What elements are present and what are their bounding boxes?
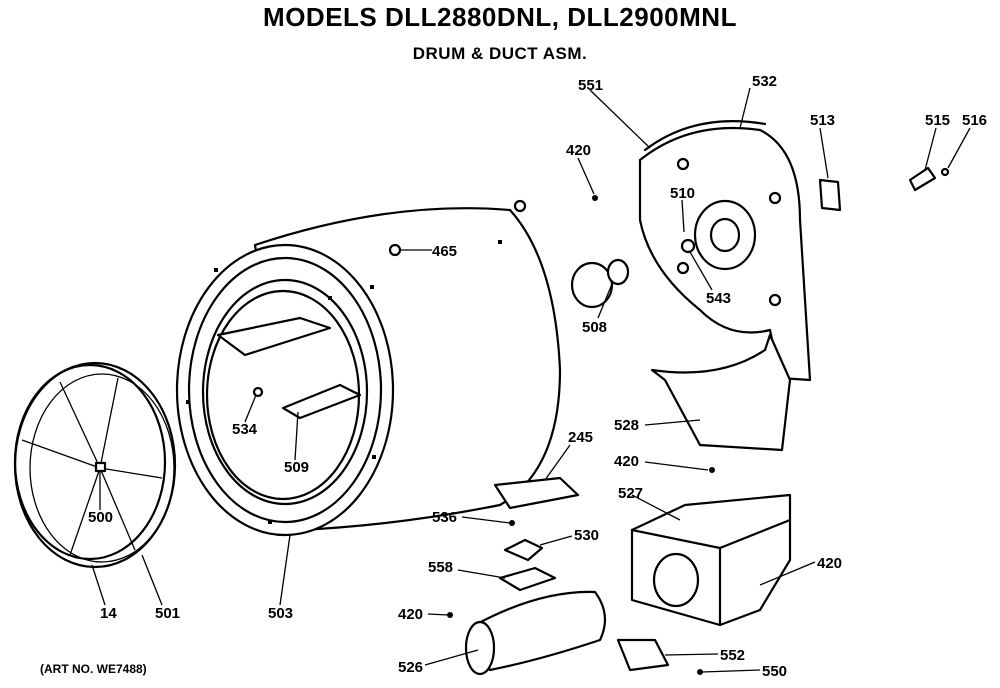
rear-bulkhead xyxy=(638,120,812,382)
callout-532: 532 xyxy=(752,73,777,90)
callout-515: 515 xyxy=(925,112,950,129)
duct-box xyxy=(630,493,792,627)
callout-509: 509 xyxy=(284,459,309,476)
drum xyxy=(175,199,562,537)
callout-501: 501 xyxy=(155,605,180,622)
callout-526: 526 xyxy=(398,659,423,676)
heater-parts xyxy=(447,476,703,676)
diagram-title: MODELS DLL2880DNL, DLL2900MNL xyxy=(263,2,737,32)
hardware xyxy=(570,166,950,473)
callout-465: 465 xyxy=(432,243,457,260)
callouts: 551 532 513 515 516 420 465 510 543 508 … xyxy=(88,73,987,680)
callout-503: 503 xyxy=(268,605,293,622)
callout-420-right: 420 xyxy=(817,555,842,572)
callout-536: 536 xyxy=(432,509,457,526)
callout-528: 528 xyxy=(614,417,639,434)
callout-500: 500 xyxy=(88,509,113,526)
leader-lines xyxy=(91,87,971,673)
callout-245: 245 xyxy=(568,429,593,446)
callout-508: 508 xyxy=(582,319,607,336)
diagram-subtitle: DRUM & DUCT ASM. xyxy=(412,44,588,63)
callout-527: 527 xyxy=(618,485,643,502)
callout-420-top: 420 xyxy=(566,142,591,159)
callout-550: 550 xyxy=(762,663,787,680)
door-panel xyxy=(13,361,177,569)
callout-14: 14 xyxy=(100,605,117,622)
callout-530: 530 xyxy=(574,527,599,544)
callout-516: 516 xyxy=(962,112,987,129)
callout-513: 513 xyxy=(810,112,835,129)
callout-420-low: 420 xyxy=(398,606,423,623)
art-number: (ART NO. WE7488) xyxy=(40,662,147,676)
callout-552: 552 xyxy=(720,647,745,664)
callout-558: 558 xyxy=(428,559,453,576)
callout-510: 510 xyxy=(670,185,695,202)
callout-543: 543 xyxy=(706,290,731,307)
callout-551: 551 xyxy=(578,77,603,94)
duct-upper xyxy=(650,333,792,452)
callout-534: 534 xyxy=(232,421,258,438)
callout-420-mid: 420 xyxy=(614,453,639,470)
